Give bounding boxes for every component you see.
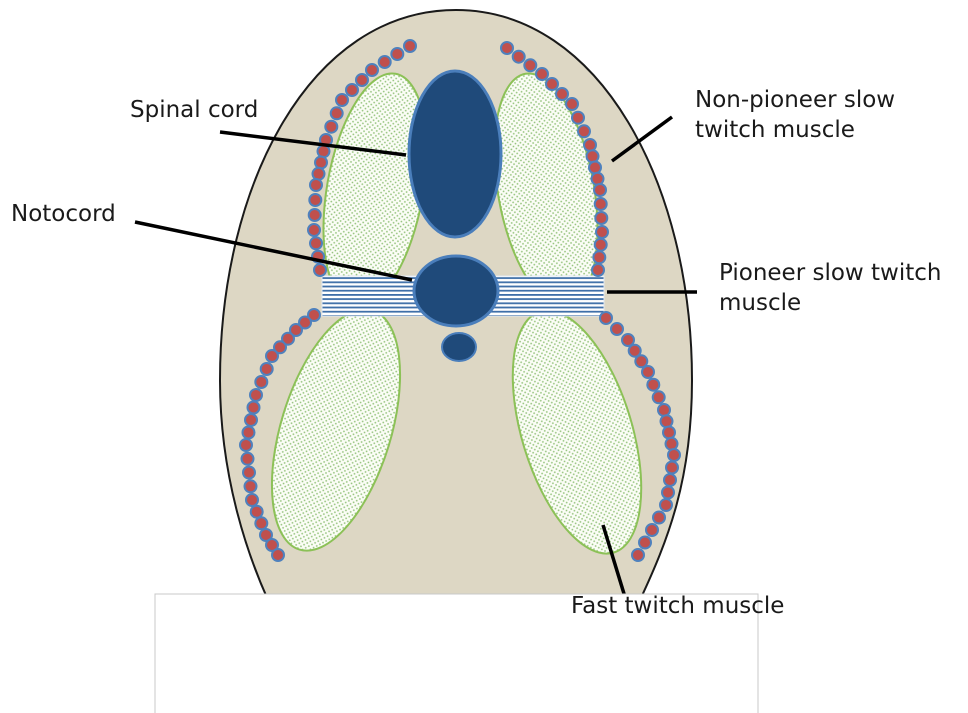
slow-muscle-cell	[255, 517, 267, 529]
slow-muscle-cell	[310, 237, 322, 249]
slow-muscle-cell	[611, 323, 623, 335]
slow-muscle-cell	[536, 68, 548, 80]
slow-muscle-cell	[660, 499, 672, 511]
slow-muscle-cell	[266, 350, 278, 362]
slow-muscle-cell	[566, 98, 578, 110]
slow-muscle-cell	[546, 78, 558, 90]
slow-muscle-cell	[250, 389, 262, 401]
slow-muscle-cell	[642, 366, 654, 378]
spinal-cord-shape	[409, 71, 501, 237]
pioneer-label-line1: Pioneer slow twitch	[719, 258, 942, 288]
slow-muscle-cell	[595, 198, 607, 210]
spinal-cord-label: Spinal cord	[130, 95, 258, 125]
slow-muscle-cell	[246, 494, 258, 506]
slow-muscle-cell	[572, 112, 584, 124]
slow-muscle-cell	[356, 74, 368, 86]
slow-muscle-cell	[272, 549, 284, 561]
slow-muscle-cell	[242, 453, 254, 465]
slow-muscle-cell	[666, 438, 678, 450]
slow-muscle-cell	[594, 184, 606, 196]
slow-muscle-cell	[666, 462, 678, 474]
non-pioneer-slow-twitch-label: Non-pioneer slow twitch muscle	[695, 85, 895, 146]
slow-muscle-cell	[261, 363, 273, 375]
slow-muscle-cell	[663, 427, 675, 439]
slow-muscle-cell	[243, 467, 255, 479]
slow-muscle-cell	[404, 40, 416, 52]
slow-muscle-cell	[589, 162, 601, 174]
slow-muscle-cell	[664, 474, 676, 486]
slow-muscle-cell	[243, 427, 255, 439]
slow-muscle-cell	[315, 157, 327, 169]
slow-muscle-cell	[245, 480, 257, 492]
slow-muscle-cell	[318, 145, 330, 157]
slow-muscle-cell	[391, 48, 403, 60]
slow-muscle-cell	[595, 239, 607, 251]
slow-muscle-cell	[639, 537, 651, 549]
slow-muscle-cell	[331, 107, 343, 119]
slow-muscle-cell	[255, 376, 267, 388]
slow-muscle-cell	[313, 168, 325, 180]
slow-muscle-cell	[584, 139, 596, 151]
slow-muscle-cell	[661, 415, 673, 427]
slow-muscle-cell	[632, 549, 644, 561]
notocord-shape	[414, 256, 498, 326]
slow-muscle-cell	[578, 125, 590, 137]
slow-muscle-cell	[314, 264, 326, 276]
slow-muscle-cell	[309, 209, 321, 221]
slow-muscle-cell	[309, 194, 321, 206]
slow-muscle-cell	[596, 226, 608, 238]
slow-muscle-cell	[379, 56, 391, 68]
slow-muscle-cell	[501, 42, 513, 54]
pioneer-slow-twitch-label: Pioneer slow twitch muscle	[719, 258, 942, 319]
slow-muscle-cell	[524, 59, 536, 71]
slow-muscle-cell	[556, 88, 568, 100]
slow-muscle-cell	[325, 121, 337, 133]
slow-muscle-cell	[587, 150, 599, 162]
pioneer-label-line2: muscle	[719, 288, 942, 318]
ventral-structure	[442, 333, 476, 361]
slow-muscle-cell	[366, 64, 378, 76]
slow-muscle-cell	[592, 264, 604, 276]
slow-muscle-cell	[346, 84, 358, 96]
notocord-label: Notocord	[11, 199, 116, 229]
slow-muscle-cell	[600, 312, 612, 324]
slow-muscle-cell	[647, 379, 659, 391]
slow-muscle-cell	[653, 391, 665, 403]
slow-muscle-cell	[595, 212, 607, 224]
slow-muscle-cell	[668, 449, 680, 461]
fast-twitch-muscle-label: Fast twitch muscle	[571, 591, 784, 621]
slow-muscle-cell	[592, 173, 604, 185]
slow-muscle-cell	[646, 524, 658, 536]
slow-muscle-cell	[251, 506, 263, 518]
slow-muscle-cell	[593, 251, 605, 263]
slow-muscle-cell	[308, 224, 320, 236]
slow-muscle-cell	[513, 51, 525, 63]
slow-muscle-cell	[240, 439, 252, 451]
slow-muscle-cell	[662, 487, 674, 499]
non-pioneer-label-line1: Non-pioneer slow	[695, 85, 895, 115]
slow-muscle-cell	[248, 402, 260, 414]
slow-muscle-cell	[336, 94, 348, 106]
slow-muscle-cell	[653, 512, 665, 524]
slow-muscle-cell	[245, 414, 257, 426]
non-pioneer-label-line2: twitch muscle	[695, 115, 895, 145]
slow-muscle-cell	[310, 179, 322, 191]
slow-muscle-cell	[658, 404, 670, 416]
